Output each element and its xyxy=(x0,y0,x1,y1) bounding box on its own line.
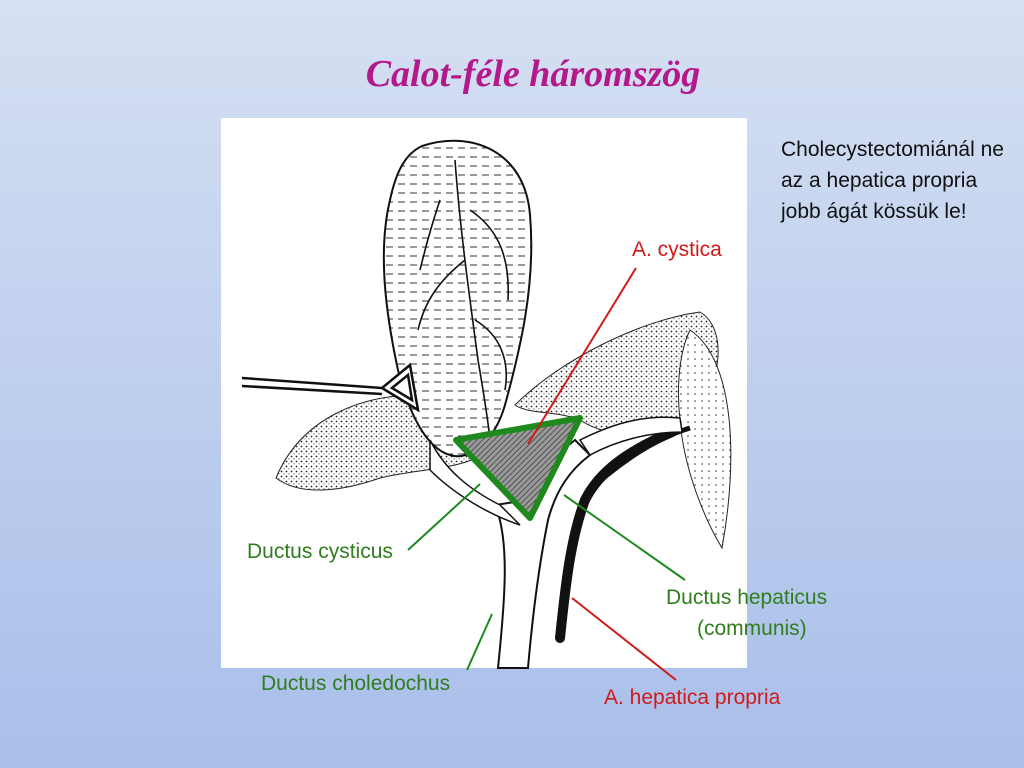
calot-triangle-outline xyxy=(453,415,583,521)
clinical-note: Cholecystectomiánál ne az a hepatica pro… xyxy=(781,138,1004,223)
pointer-a-cystica xyxy=(527,267,637,445)
pointer-ductus-cysticus xyxy=(407,483,481,551)
slide-title: Calot-féle háromszög xyxy=(365,53,701,95)
label-ductus-choledochus: Ductus choledochus xyxy=(261,672,451,695)
liver-lower-right-lobe xyxy=(678,329,732,550)
retractor-instrument xyxy=(241,362,420,413)
label-a-hepatica-propria: A. hepatica propria xyxy=(604,686,781,709)
label-a-cystica: A. cystica xyxy=(632,238,722,261)
cystic-duct xyxy=(429,439,521,526)
pointer-a-hepatica-propria xyxy=(571,597,677,681)
calot-triangle-fill xyxy=(456,418,580,518)
label-ductus-cysticus: Ductus cysticus xyxy=(247,540,393,563)
hepatic-artery xyxy=(555,427,677,643)
pointer-ductus-choledochus xyxy=(466,613,493,671)
hepatic-duct-branches xyxy=(578,416,683,456)
gallbladder-vessels xyxy=(417,159,510,441)
label-ductus-hepaticus-communis: (communis) xyxy=(697,617,807,640)
pointer-ductus-hepaticus xyxy=(563,494,686,581)
label-ductus-hepaticus: Ductus hepaticus xyxy=(666,586,828,609)
gallbladder xyxy=(382,139,533,458)
